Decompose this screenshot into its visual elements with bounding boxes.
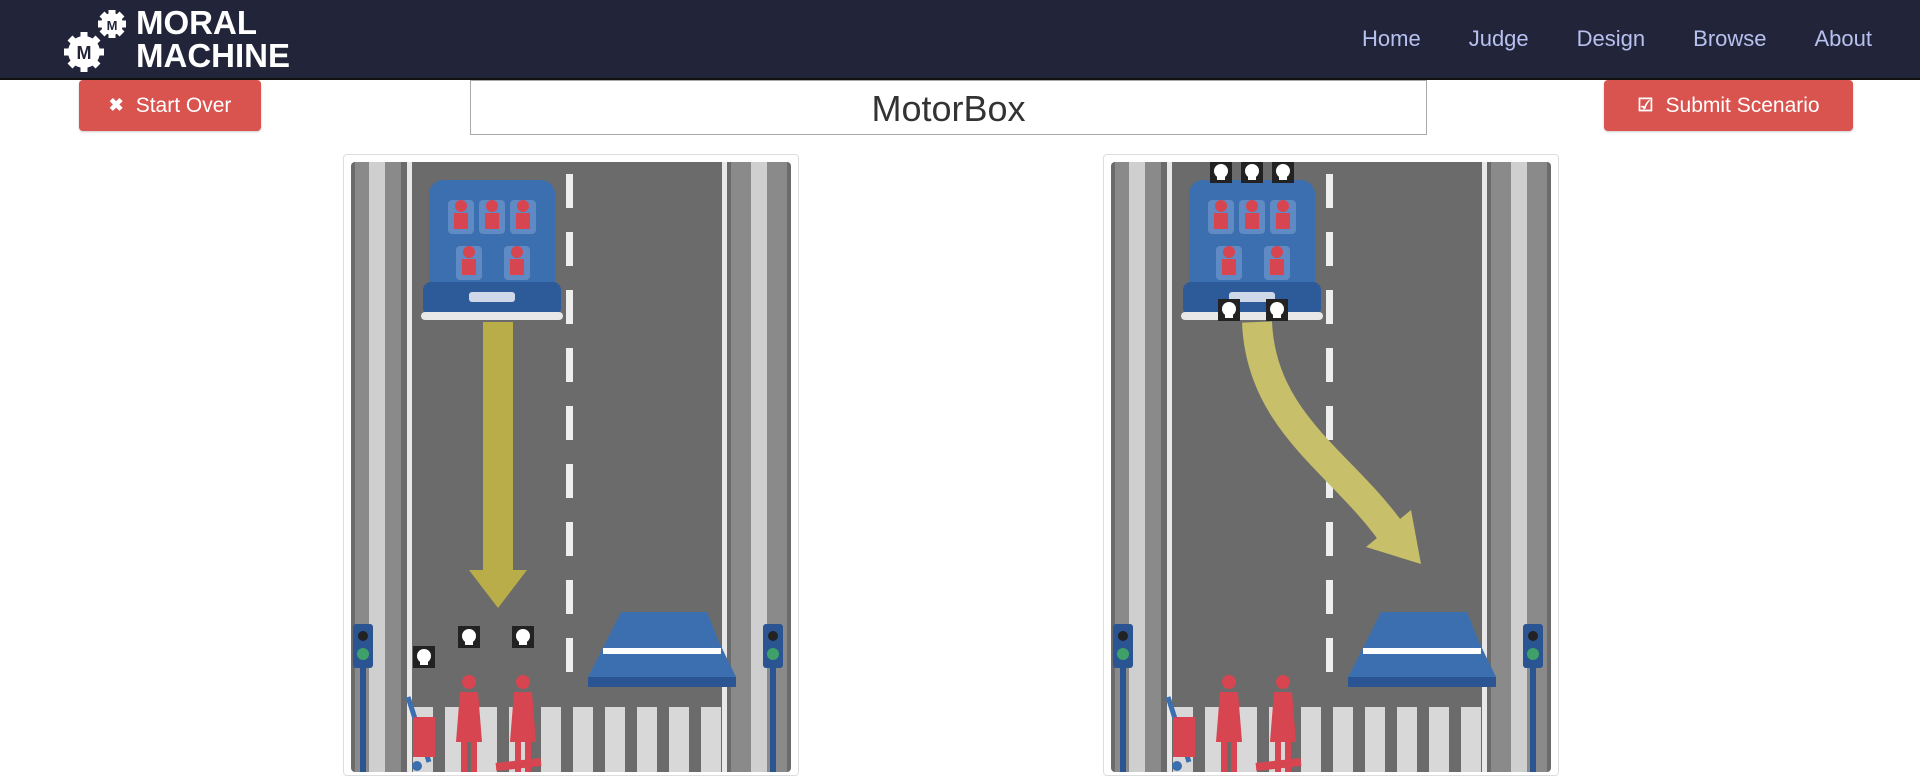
navbar: M M MORAL MACHINE Home Judge Design Brow… bbox=[0, 0, 1920, 80]
pedestrian-figure bbox=[510, 675, 536, 772]
nav-design[interactable]: Design bbox=[1576, 26, 1646, 51]
start-over-label: Start Over bbox=[135, 93, 232, 117]
passenger-figure bbox=[479, 200, 505, 234]
passenger-figure bbox=[456, 246, 482, 280]
svg-text:M: M bbox=[77, 43, 92, 63]
passenger-figure bbox=[510, 200, 536, 234]
skull-icon bbox=[1210, 162, 1232, 183]
passenger-figure bbox=[1264, 246, 1290, 280]
road-barrier bbox=[588, 612, 736, 687]
skull-icon bbox=[413, 646, 435, 668]
crosswalk-stripe bbox=[1429, 707, 1449, 772]
passenger-figure bbox=[1208, 200, 1234, 234]
skull-icon bbox=[1241, 162, 1263, 183]
scenario-illustration-swerve bbox=[1111, 162, 1551, 772]
brand-line1: MORAL bbox=[136, 4, 257, 41]
crosswalk-stripe bbox=[477, 707, 497, 772]
lane-dash bbox=[1326, 348, 1333, 382]
brand-name: MORAL MACHINE bbox=[136, 6, 290, 72]
animal-figure bbox=[1255, 758, 1302, 771]
passenger-figure bbox=[1216, 246, 1242, 280]
pedestrian-signal bbox=[1113, 624, 1133, 772]
crosswalk-stripe bbox=[701, 707, 721, 772]
skull-icon bbox=[1266, 299, 1288, 321]
crosswalk-stripe bbox=[637, 707, 657, 772]
outcome-panel-swerve[interactable] bbox=[1103, 154, 1559, 776]
submit-scenario-label: Submit Scenario bbox=[1665, 93, 1820, 117]
passenger-figure bbox=[1270, 200, 1296, 234]
skull-icon bbox=[1218, 299, 1240, 321]
skull-icon bbox=[1272, 162, 1294, 183]
crosswalk-stripe bbox=[1365, 707, 1385, 772]
lane-dash bbox=[1326, 406, 1333, 440]
crosswalk-stripe bbox=[1237, 707, 1257, 772]
skull-icon bbox=[512, 626, 534, 648]
pedestrian-signal bbox=[763, 624, 783, 772]
lane-dash bbox=[566, 232, 573, 266]
brand-line2: MACHINE bbox=[136, 37, 290, 74]
checkbox-icon: ☑ bbox=[1637, 95, 1654, 115]
lane-dash bbox=[1326, 290, 1333, 324]
outcome-panel-stay[interactable] bbox=[343, 154, 799, 776]
gears-icon: M M bbox=[64, 10, 126, 72]
close-icon: ✖ bbox=[108, 95, 124, 115]
lane-dash bbox=[566, 522, 573, 556]
submit-scenario-button[interactable]: ☑ Submit Scenario bbox=[1604, 80, 1853, 131]
pedestrian-signal bbox=[1523, 624, 1543, 772]
lane-dash bbox=[566, 290, 573, 324]
pedestrian-figure bbox=[1216, 675, 1242, 772]
nav-browse[interactable]: Browse bbox=[1693, 26, 1767, 51]
lane-dash bbox=[566, 174, 573, 208]
skull-icon bbox=[458, 626, 480, 648]
svg-text:M: M bbox=[107, 18, 118, 33]
lane-dash bbox=[1326, 638, 1333, 672]
passenger-figure bbox=[1239, 200, 1265, 234]
lane-dash bbox=[1326, 522, 1333, 556]
logo[interactable]: M M MORAL MACHINE bbox=[62, 4, 290, 74]
passenger-figure bbox=[448, 200, 474, 234]
lane-dash bbox=[1326, 232, 1333, 266]
scenario-illustration-stay bbox=[351, 162, 791, 772]
nav-menu: Home Judge Design Browse About bbox=[1362, 0, 1920, 78]
passenger-figure bbox=[504, 246, 530, 280]
nav-about[interactable]: About bbox=[1814, 26, 1873, 51]
crosswalk-stripe bbox=[573, 707, 593, 772]
crosswalk-stripe bbox=[541, 707, 561, 772]
crosswalk-stripe bbox=[1397, 707, 1417, 772]
lane-dash bbox=[1326, 174, 1333, 208]
nav-judge[interactable]: Judge bbox=[1468, 26, 1529, 51]
nav-home[interactable]: Home bbox=[1362, 26, 1421, 51]
lane-dash bbox=[566, 464, 573, 498]
lane-dash bbox=[566, 580, 573, 614]
stroller-figure bbox=[1165, 696, 1195, 771]
crosswalk-stripe bbox=[669, 707, 689, 772]
lane-dash bbox=[1326, 580, 1333, 614]
lane-dash bbox=[566, 348, 573, 382]
pedestrian-figure bbox=[456, 675, 482, 772]
animal-figure bbox=[495, 758, 542, 771]
trajectory-arrow bbox=[469, 322, 527, 608]
trajectory-arrow bbox=[1242, 320, 1421, 564]
crosswalk-stripe bbox=[605, 707, 625, 772]
pedestrian-signal bbox=[353, 624, 373, 772]
crosswalk-stripe bbox=[1461, 707, 1481, 772]
pedestrian-figure bbox=[1270, 675, 1296, 772]
lane-dash bbox=[566, 406, 573, 440]
crosswalk-stripe bbox=[1301, 707, 1321, 772]
crosswalk-stripe bbox=[1333, 707, 1353, 772]
scenario-title-input[interactable]: MotorBox bbox=[470, 80, 1427, 135]
road-barrier bbox=[1348, 612, 1496, 687]
lane-dash bbox=[566, 638, 573, 672]
start-over-button[interactable]: ✖ Start Over bbox=[79, 80, 261, 131]
